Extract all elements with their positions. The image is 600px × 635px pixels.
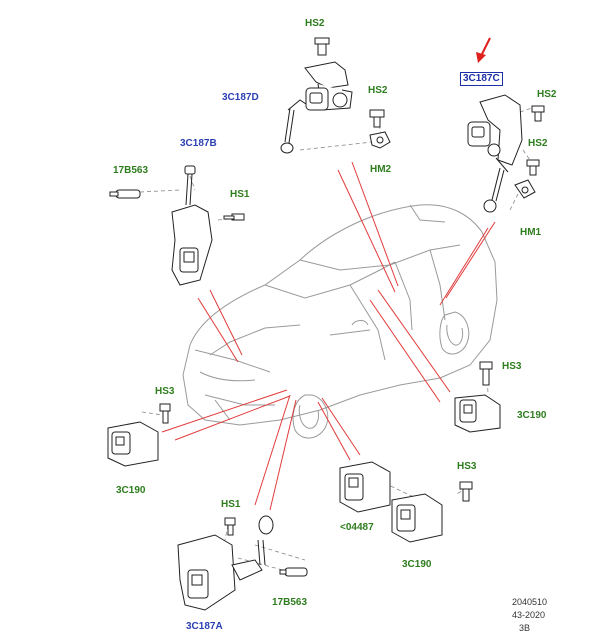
height-sensor-3c187a [177, 515, 308, 611]
leader-lines [161, 161, 496, 511]
reference-line-3: 3B [519, 623, 531, 633]
label-3c190-left: 3C190 [116, 485, 146, 496]
height-sensor-3c187d [280, 37, 353, 154]
label-04487: <04487 [340, 522, 374, 533]
label-3c190-right: 3C190 [517, 410, 547, 421]
label-hs2-right2: HS2 [528, 138, 548, 149]
red-arrow-icon [476, 37, 491, 63]
label-hm1: HM1 [520, 227, 542, 238]
sensor-3c190-bottom [391, 481, 473, 543]
label-3c187d: 3C187D [222, 92, 259, 103]
label-3c187c: 3C187C [460, 72, 503, 86]
label-3c190-bottom: 3C190 [402, 559, 432, 570]
vehicle-outline [182, 204, 498, 439]
label-17b563-bottom: 17B563 [272, 597, 308, 608]
height-sensor-3c187b [109, 165, 245, 286]
label-hs3-right: HS3 [502, 361, 522, 372]
reference-line-1: 2040510 [512, 597, 548, 607]
height-sensor-3c187c [467, 94, 545, 213]
label-hs3-bottom: HS3 [457, 461, 477, 472]
sensor-3c190-right [454, 361, 501, 433]
sensor-3c190-left [107, 403, 171, 467]
label-hs2-mid: HS2 [368, 85, 388, 96]
reference-line-2: 43-2020 [512, 610, 546, 620]
label-3c187a: 3C187A [186, 621, 223, 632]
label-3c187b: 3C187B [180, 138, 217, 149]
label-17b563-left: 17B563 [113, 165, 149, 176]
label-hm2: HM2 [370, 164, 392, 175]
label-hs1-left: HS1 [230, 189, 250, 200]
label-hs2-top: HS2 [305, 18, 325, 29]
module-04487 [339, 461, 391, 513]
bolt-hs2-mid [369, 109, 391, 149]
label-hs3-left: HS3 [155, 386, 175, 397]
label-hs1-bottom: HS1 [221, 499, 241, 510]
label-hs2-right1: HS2 [537, 89, 557, 100]
